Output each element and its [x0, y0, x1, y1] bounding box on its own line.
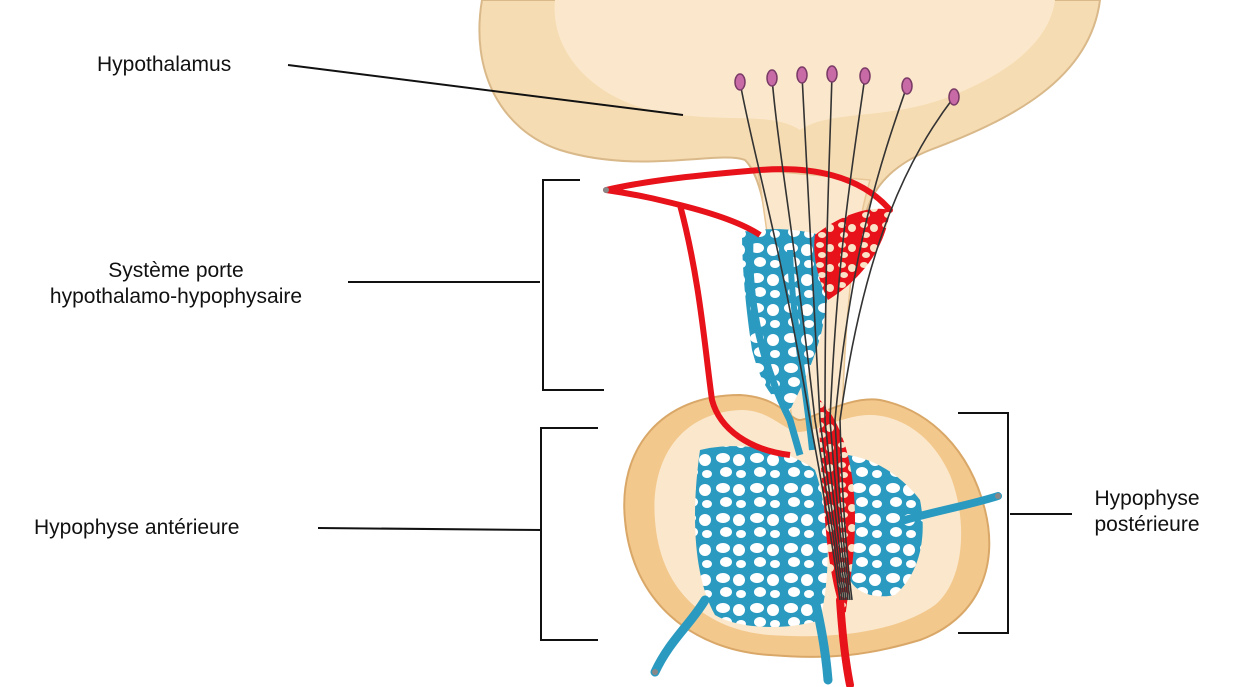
anterior-pituitary-leader-line	[318, 528, 542, 530]
portal-system-label-line2: hypothalamo-hypophysaire	[12, 284, 340, 310]
posterior-pituitary-label-line2: postérieure	[1072, 512, 1222, 538]
portal-system-bracket	[543, 180, 604, 390]
portal-system-label-line1: Système porte	[12, 258, 340, 284]
hypothalamus-label: Hypothalamus	[97, 52, 231, 78]
portal-system-label: Système porte hypothalamo-hypophysaire	[12, 258, 340, 310]
posterior-pituitary-label: Hypophyse postérieure	[1072, 486, 1222, 538]
anterior-pituitary-label: Hypophyse antérieure	[34, 515, 239, 541]
anterior-pituitary-bracket	[541, 428, 598, 640]
posterior-pituitary-label-line1: Hypophyse	[1072, 486, 1222, 512]
